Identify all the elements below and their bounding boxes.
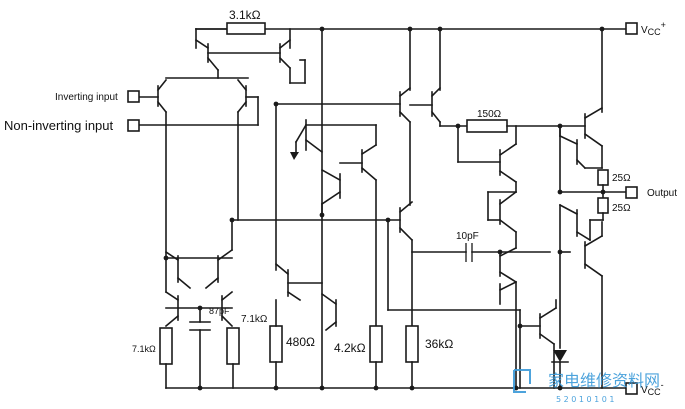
label-87pf: 87pF	[209, 306, 230, 316]
label-4-2k: 4.2kΩ	[334, 341, 366, 355]
watermark-url: 5 2 0 1 0 1 0 1	[556, 395, 615, 404]
label-36k: 36kΩ	[425, 337, 453, 351]
protection-circuit	[519, 251, 569, 389]
diode-symbol	[553, 350, 567, 362]
non-inverting-input-terminal	[127, 119, 140, 132]
label-25-upper: 25Ω	[612, 173, 631, 184]
label-150: 150Ω	[477, 109, 502, 120]
top-current-mirror	[194, 22, 323, 216]
resistor-480	[269, 325, 283, 363]
resistor-7-1k-right	[226, 327, 240, 365]
resistor-25-upper	[597, 169, 609, 186]
output-terminal	[625, 186, 638, 199]
vcc-positive-terminal	[625, 22, 638, 35]
resistor-3-1k-top	[226, 22, 266, 35]
input-stage	[127, 77, 259, 259]
label-inverting-input: Inverting input	[55, 92, 118, 103]
vcc-negative-rail	[165, 382, 638, 395]
bias-network	[275, 103, 401, 327]
label-480: 480Ω	[286, 335, 315, 349]
vcc-negative-terminal	[625, 382, 638, 395]
watermark: 家电维修资料网 5 2 0 1 0 1 0 1	[513, 369, 660, 404]
label-7-1k-left: 7.1kΩ	[132, 344, 156, 354]
resistor-7-1k-left	[159, 327, 173, 365]
resistor-150	[466, 119, 508, 133]
resistor-36k	[405, 325, 419, 363]
label-3-1k: 3.1kΩ	[229, 8, 261, 22]
label-10pf: 10pF	[456, 231, 479, 242]
label-vcc-positive: VCC+	[641, 20, 666, 37]
lower-mirrors	[159, 214, 419, 389]
output-stage	[558, 28, 638, 389]
junctions	[163, 26, 606, 391]
label-vcc-negative: VCC-	[641, 380, 664, 397]
label-7-1k-right: 7.1kΩ	[241, 314, 268, 325]
label-output: Output	[647, 188, 677, 199]
watermark-logo-icon	[513, 369, 531, 393]
resistor-4-2k	[369, 325, 383, 363]
resistor-25-lower	[597, 197, 609, 214]
inverting-input-terminal	[127, 90, 140, 103]
label-25-lower: 25Ω	[612, 203, 631, 214]
watermark-text: 家电维修资料网	[548, 371, 660, 390]
label-non-inverting-input: Non-inverting input	[4, 118, 114, 133]
driver-stage	[387, 28, 586, 327]
